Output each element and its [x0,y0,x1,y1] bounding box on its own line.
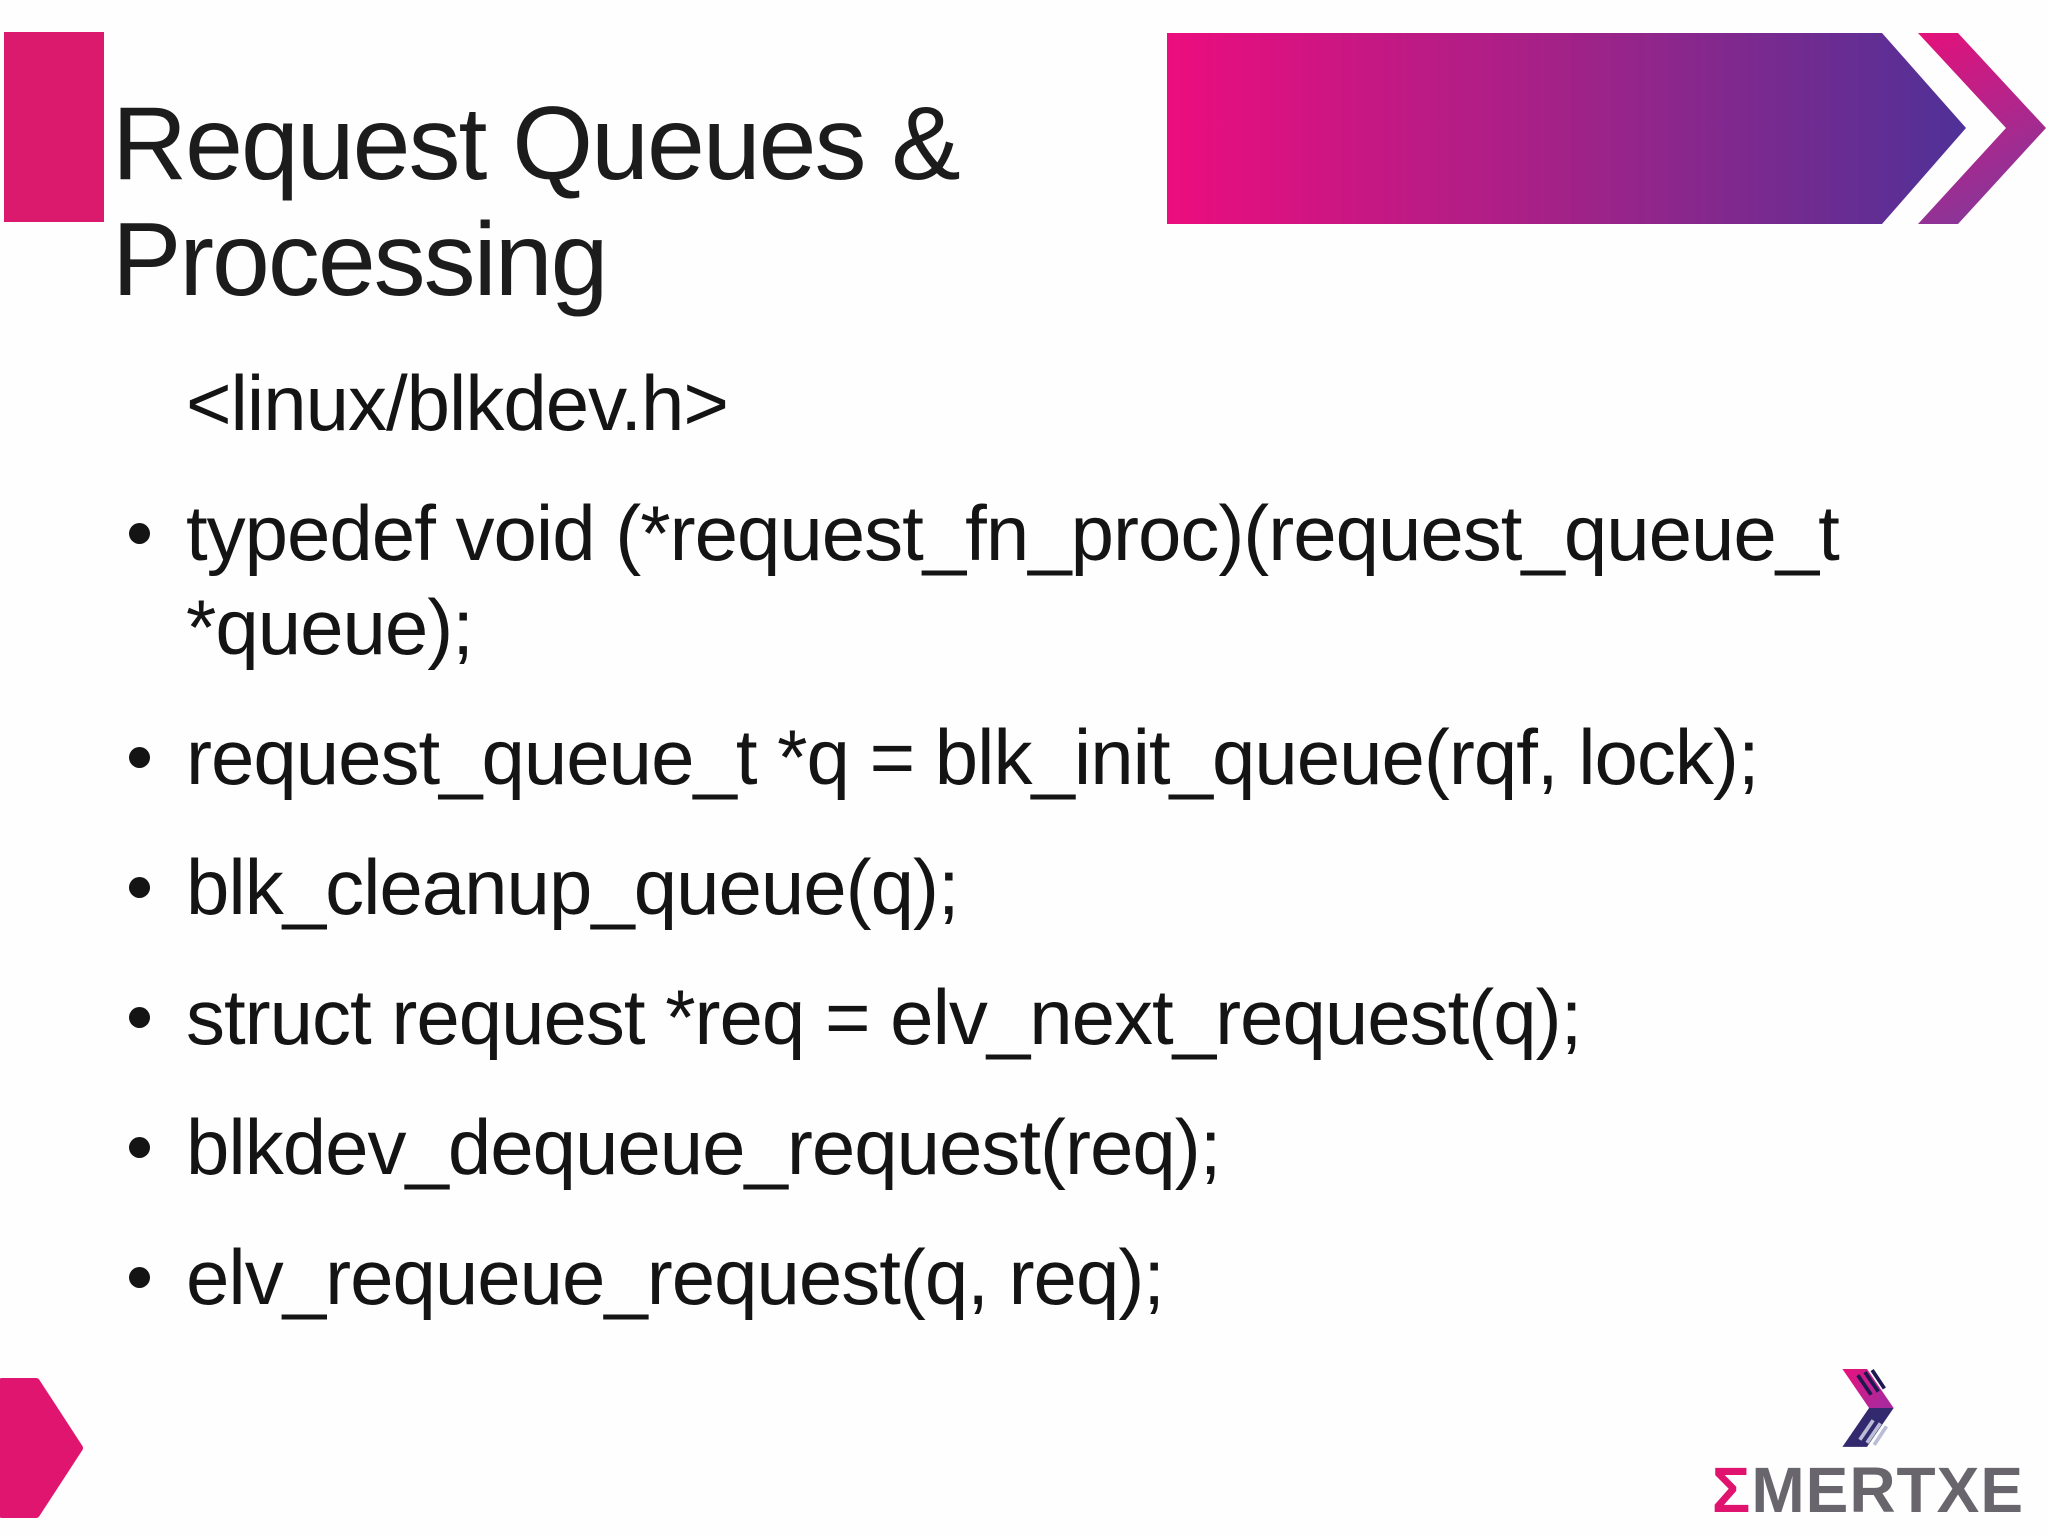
logo-name-text: MERTXE [1751,1454,2024,1526]
list-item: typedef void (*request_fn_proc)(request_… [129,486,1986,674]
bullet-text: blkdev_dequeue_request(req); [186,1103,1221,1191]
include-header-line: <linux/blkdev.h> [186,359,729,447]
bullet-text: typedef void (*request_fn_proc)(request_… [186,489,1840,577]
title-accent-bar [4,32,104,222]
list-item: struct request *req = elv_next_request(q… [129,970,1986,1064]
emertxe-logo: ΣMERTXE [1712,1367,2024,1527]
emertxe-chevron-icon [1842,1369,1894,1447]
bullet-text-wrap: *queue); [186,583,474,671]
bullet-list: typedef void (*request_fn_proc)(request_… [129,486,1986,1324]
title-line-1: Request Queues & [112,85,961,202]
emertxe-wordmark: ΣMERTXE [1712,1453,2024,1527]
header-banner-graphic [1167,33,2046,224]
list-item: elv_requeue_request(q, req); [129,1230,1986,1324]
bullet-text: struct request *req = elv_next_request(q… [186,973,1582,1061]
title-line-2: Processing [112,201,608,318]
corner-arrow-graphic [0,1378,83,1518]
banner-arrow-shape [1167,33,1966,224]
list-item: blk_cleanup_queue(q); [129,840,1986,934]
page-title: Request Queues & Processing [112,85,961,318]
logo-sigma-letter: Σ [1711,1454,1752,1526]
bullet-text: request_queue_t *q = blk_init_queue(rqf,… [186,713,1760,801]
bullet-text: elv_requeue_request(q, req); [186,1233,1165,1321]
slide-body: <linux/blkdev.h> typedef void (*request_… [129,356,1986,1360]
list-item: request_queue_t *q = blk_init_queue(rqf,… [129,710,1986,804]
bullet-text: blk_cleanup_queue(q); [186,843,960,931]
banner-chevron-icon [1918,33,2046,224]
list-item: blkdev_dequeue_request(req); [129,1100,1986,1194]
